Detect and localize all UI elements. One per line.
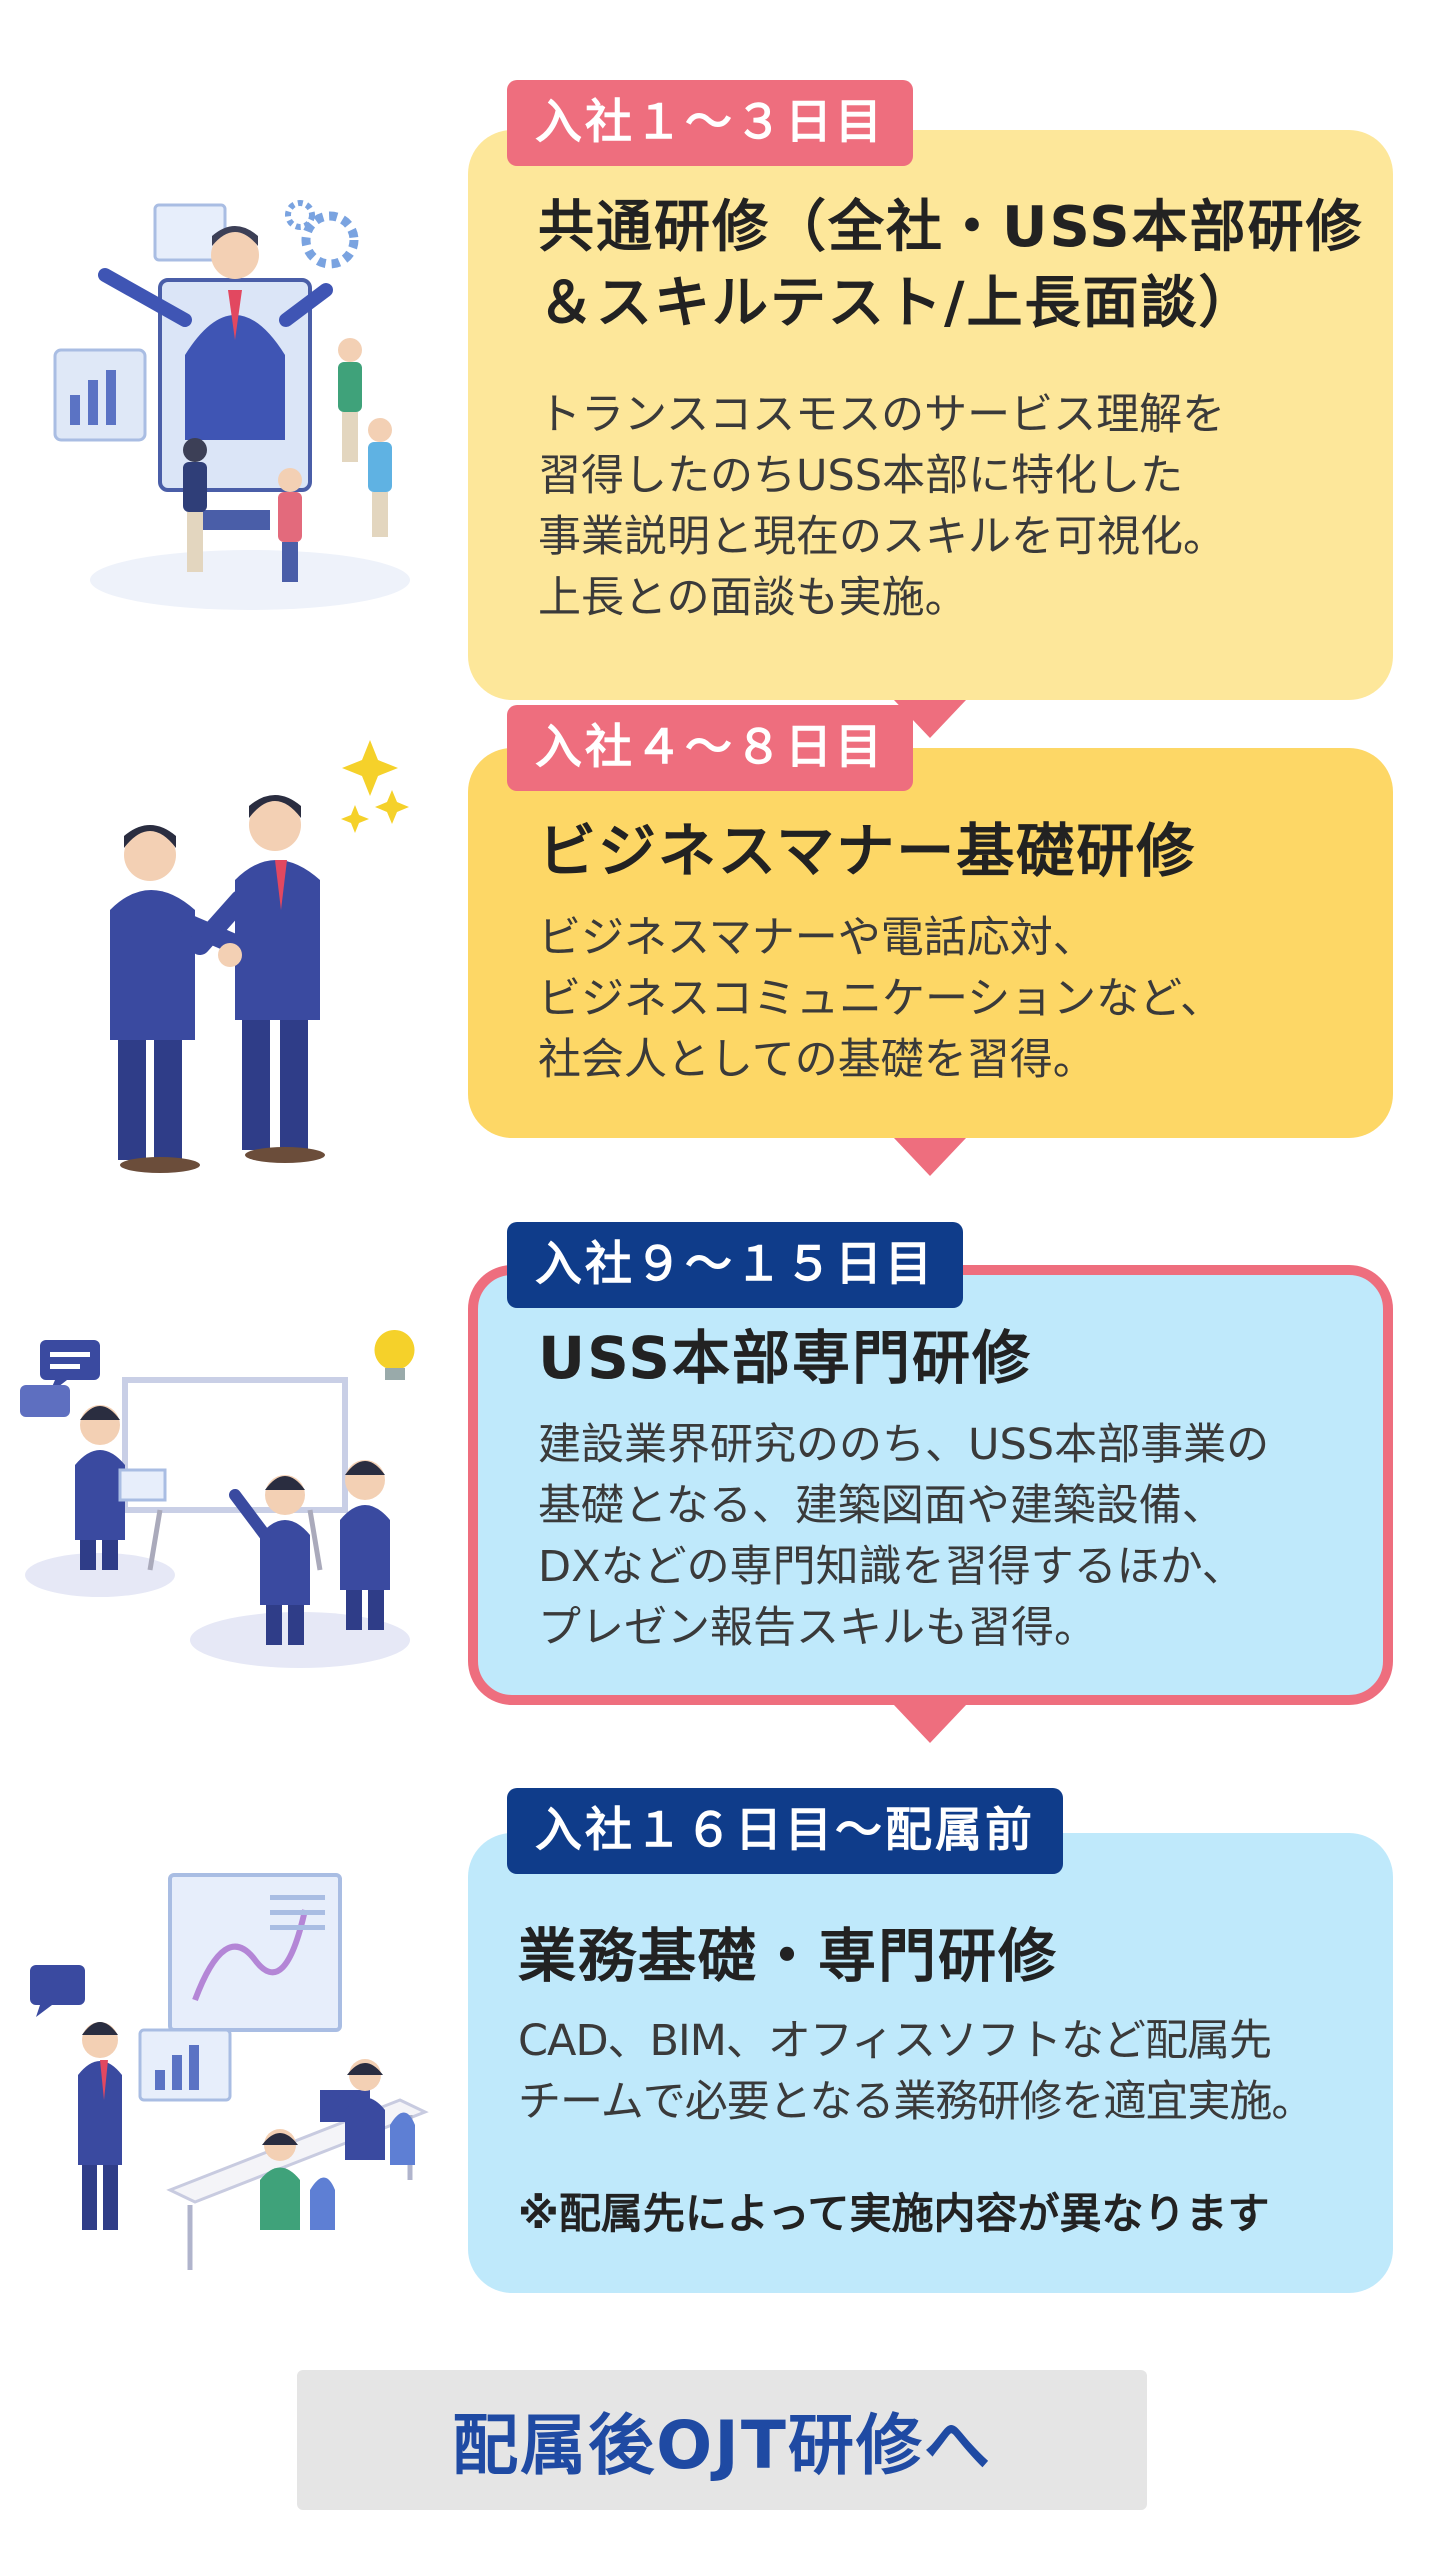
step-arrow [894,1138,966,1176]
step-badge: 入社４～８日目 [507,705,913,791]
step-card-4: 業務基礎・専門研修 CAD、BIM、オフィスソフトなど配属先 チームで必要となる… [468,1833,1393,2293]
ojt-next-button[interactable]: 配属後OJT研修へ [297,2370,1147,2510]
step-title: 業務基礎・専門研修 [518,1922,1059,1990]
step-arrow [894,1705,966,1743]
handshake-illustration [110,740,409,1173]
step-title: 共通研修（全社・USS本部研修 ＆スキルテスト/上長面談） [538,195,1364,336]
online-meeting-illustration [53,200,410,610]
step-badge: 入社１～３日目 [507,80,913,166]
step-badge: 入社９～１５日目 [507,1222,963,1308]
office-work-illustration [30,1873,429,2270]
step-description: 建設業界研究ののち、USS本部事業の 基礎となる、建築図面や建築設備、 DXなど… [538,1420,1270,1653]
step-note: ※配属先によって実施内容が異なります [518,2189,1270,2238]
step-description: ビジネスマナーや電話応対、 ビジネスコミュニケーションなど、 社会人としての基礎… [538,913,1223,1085]
step-badge: 入社１６日目～配属前 [507,1788,1063,1874]
step-description: CAD、BIM、オフィスソフトなど配属先 チームで必要となる業務研修を適宜実施。 [518,2016,1314,2127]
whiteboard-presentation-illustration [20,1330,415,1668]
step-card-2: ビジネスマナー基礎研修 ビジネスマナーや電話応対、 ビジネスコミュニケーションな… [468,748,1393,1138]
step-card-3: USS本部専門研修 建設業界研究ののち、USS本部事業の 基礎となる、建築図面や… [468,1265,1393,1705]
step-title: USS本部専門研修 [538,1324,1033,1392]
step-title: ビジネスマナー基礎研修 [538,817,1197,885]
step-card-1: 共通研修（全社・USS本部研修 ＆スキルテスト/上長面談） トランスコスモスのサ… [468,130,1393,700]
step-description: トランスコスモスのサービス理解を 習得したのちUSS本部に特化した 事業説明と現… [538,390,1226,623]
